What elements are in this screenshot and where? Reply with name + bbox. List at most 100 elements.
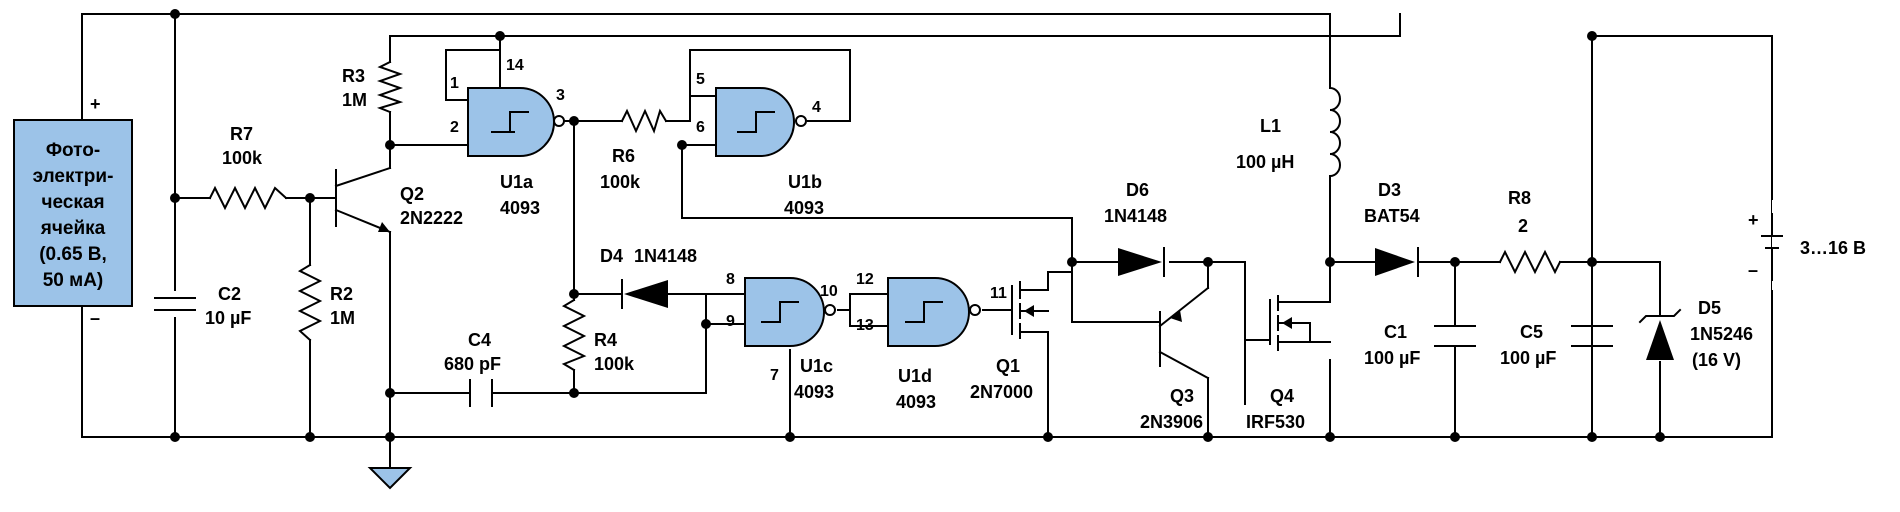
transistor-q2: Q2 2N2222 — [334, 166, 463, 234]
inductor-l1: L1 100 µH — [1236, 86, 1341, 181]
r3-ref: R3 — [342, 66, 365, 86]
cell-line-6: 50 мА) — [43, 270, 104, 291]
u1d-ref: U1d — [898, 366, 932, 386]
c4-val: 680 pF — [444, 354, 501, 374]
d6-val: 1N4148 — [1104, 206, 1167, 226]
capacitor-c5: C5 100 µF — [1500, 322, 1613, 368]
ground-icon — [367, 467, 413, 490]
gate-u1c: 8 9 7 10 U1c 4093 — [726, 271, 838, 402]
gate-u1d: 12 13 11 U1d 4093 — [856, 271, 1007, 412]
c4-ref: C4 — [468, 330, 491, 350]
transistor-q4: Q4 IRF530 — [1246, 295, 1331, 432]
pin-11: 11 — [990, 285, 1007, 302]
q4-ref: Q4 — [1270, 386, 1294, 406]
diode-d6: D6 1N4148 — [1104, 180, 1167, 277]
r4-ref: R4 — [594, 330, 617, 350]
c2-ref: C2 — [218, 284, 241, 304]
d5-ref: D5 — [1698, 298, 1721, 318]
r6-ref: R6 — [612, 146, 635, 166]
gate-u1a: 1 2 14 3 U1a 4093 — [450, 57, 565, 218]
capacitor-c4: C4 680 pF — [444, 330, 501, 407]
c5-val: 100 µF — [1500, 348, 1556, 368]
pin-4: 4 — [812, 99, 821, 116]
pin-13: 13 — [856, 317, 874, 334]
cell-plus: + — [90, 94, 101, 114]
q3-ref: Q3 — [1170, 386, 1194, 406]
cell-line-4: ячейка — [40, 218, 106, 239]
r8-ref: R8 — [1508, 188, 1531, 208]
c5-ref: C5 — [1520, 322, 1543, 342]
transistor-q1: Q1 2N7000 — [970, 281, 1049, 402]
d5-val: 1N5246 — [1690, 324, 1753, 344]
q1-ref: Q1 — [996, 356, 1020, 376]
d5-note: (16 V) — [1692, 350, 1741, 370]
pin-9: 9 — [726, 313, 735, 330]
cell-minus: – — [90, 308, 100, 328]
d3-val: BAT54 — [1364, 206, 1420, 226]
r2-val: 1M — [330, 308, 355, 328]
d4-val: 1N4148 — [634, 246, 697, 266]
cell-line-5: (0.65 В, — [39, 244, 107, 265]
pin-7: 7 — [770, 367, 779, 384]
r6-val: 100k — [600, 172, 641, 192]
r2-ref: R2 — [330, 284, 353, 304]
diode-d3: D3 BAT54 — [1364, 180, 1420, 277]
u1b-ref: U1b — [788, 172, 822, 192]
q1-val: 2N7000 — [970, 382, 1033, 402]
u1d-val: 4093 — [896, 392, 936, 412]
resistor-r7: R7 100k — [208, 124, 288, 211]
cell-line-1: Фото- — [46, 140, 100, 161]
pin-6: 6 — [696, 119, 705, 136]
c2-val: 10 µF — [205, 308, 251, 328]
cell-line-2: электри- — [33, 166, 114, 187]
pin-10: 10 — [820, 283, 838, 300]
d4-ref: D4 — [600, 246, 623, 266]
resistor-r2: R2 1M — [297, 263, 355, 342]
pin-1: 1 — [450, 75, 459, 92]
pin-8: 8 — [726, 271, 735, 288]
r8-val: 2 — [1518, 216, 1528, 236]
diode-d4: D4 1N4148 — [600, 246, 697, 309]
pin-5: 5 — [696, 71, 705, 88]
q2-ref: Q2 — [400, 184, 424, 204]
l1-ref: L1 — [1260, 116, 1281, 136]
l1-val: 100 µH — [1236, 152, 1294, 172]
supply-voltage: 3…16 В — [1800, 238, 1866, 258]
supply-minus: – — [1748, 260, 1758, 280]
u1a-ref: U1a — [500, 172, 534, 192]
d6-ref: D6 — [1126, 180, 1149, 200]
pin-2: 2 — [450, 119, 459, 136]
resistor-r8: R8 2 — [1498, 188, 1562, 275]
cell-line-3: ческая — [41, 192, 104, 213]
transistor-q3: Q3 2N3906 — [1104, 286, 1210, 432]
r4-val: 100k — [594, 354, 635, 374]
pin-12: 12 — [856, 271, 874, 288]
c1-ref: C1 — [1384, 322, 1407, 342]
r7-val: 100k — [222, 148, 263, 168]
photocell: + – Фото- электри- ческая ячейка (0.65 В… — [13, 94, 133, 328]
q2-val: 2N2222 — [400, 208, 463, 228]
r7-ref: R7 — [230, 124, 253, 144]
pin-3: 3 — [556, 87, 565, 104]
u1c-ref: U1c — [800, 356, 833, 376]
q3-val: 2N3906 — [1140, 412, 1203, 432]
capacitor-c2: C2 10 µF — [154, 284, 251, 328]
resistor-r4: R4 100k — [561, 298, 635, 374]
battery-icon: + – 3…16 В — [1748, 200, 1866, 290]
q4-val: IRF530 — [1246, 412, 1305, 432]
u1b-val: 4093 — [784, 198, 824, 218]
pin-14: 14 — [506, 57, 524, 74]
supply-plus: + — [1748, 210, 1759, 230]
d3-ref: D3 — [1378, 180, 1401, 200]
r3-val: 1M — [342, 90, 367, 110]
u1a-val: 4093 — [500, 198, 540, 218]
resistor-r6: R6 100k — [600, 108, 668, 192]
u1c-val: 4093 — [794, 382, 834, 402]
resistor-r3: R3 1M — [342, 60, 404, 114]
gate-u1b: 5 6 4 U1b 4093 — [696, 71, 824, 218]
c1-val: 100 µF — [1364, 348, 1420, 368]
zener-d5: D5 1N5246 (16 V) — [1638, 298, 1753, 370]
capacitor-c1: C1 100 µF — [1364, 322, 1476, 368]
junction-dots — [170, 9, 1665, 442]
